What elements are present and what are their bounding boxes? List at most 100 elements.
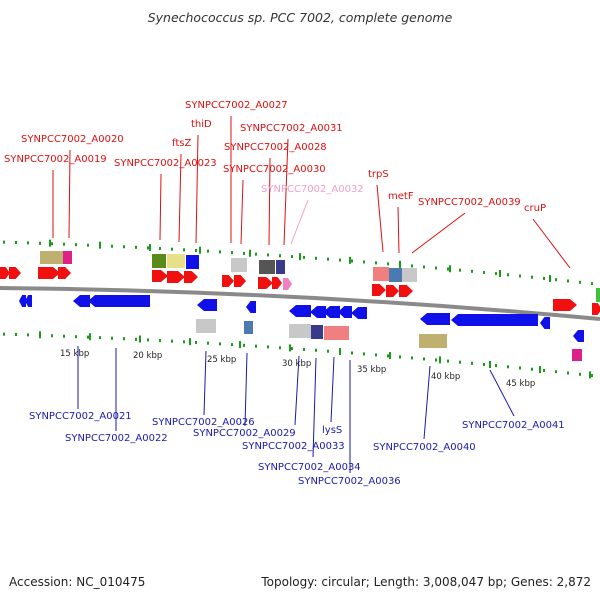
forward-tick (39, 241, 41, 245)
feature-box (311, 325, 323, 339)
forward-tick (315, 256, 317, 260)
forward-tick (63, 242, 65, 246)
forward-major-tick (49, 239, 51, 247)
forward-tick (207, 249, 209, 253)
forward-tick (171, 247, 173, 251)
scale-label: 20 kbp (133, 351, 162, 361)
reverse-gene-arrow (19, 295, 26, 307)
reverse-gene-arrow (351, 307, 367, 319)
forward-tick (123, 245, 125, 249)
forward-gene-arrow (0, 267, 10, 279)
forward-tick (591, 282, 593, 286)
feature-box (402, 268, 417, 282)
forward-gene-label: SYNPCC7002_A0031 (240, 123, 343, 134)
reverse-gene-arrow (197, 299, 217, 311)
reverse-tick (471, 361, 473, 365)
forward-leader-line (195, 134, 199, 244)
forward-gene-arrow (58, 267, 71, 279)
forward-tick (51, 242, 53, 246)
reverse-gene-label: SYNPCC7002_A0021 (29, 411, 132, 422)
reverse-tick (531, 367, 533, 371)
reverse-tick (423, 357, 425, 361)
reverse-tick (543, 368, 545, 372)
forward-tick (27, 241, 29, 245)
reverse-tick (447, 359, 449, 363)
forward-major-tick (149, 244, 151, 252)
forward-gene-arrow (592, 303, 600, 315)
reverse-tick (3, 332, 5, 336)
forward-gene-label: SYNPCC7002_A0030 (223, 164, 326, 175)
forward-leader-line (159, 173, 162, 241)
forward-tick (231, 251, 233, 255)
reverse-leader-line (423, 365, 431, 440)
forward-tick (15, 240, 17, 244)
reverse-tick (195, 340, 197, 344)
reverse-tick (435, 358, 437, 362)
forward-tick (483, 270, 485, 274)
forward-gene-arrow (222, 275, 234, 287)
forward-leader-line (268, 157, 271, 246)
forward-tick (291, 255, 293, 259)
reverse-tick (315, 348, 317, 352)
forward-gene-arrow (152, 270, 168, 282)
feature-box (167, 254, 185, 268)
forward-tick (423, 265, 425, 269)
forward-leader-line (283, 138, 289, 246)
forward-tick (471, 269, 473, 273)
forward-tick (87, 243, 89, 247)
feature-box (373, 267, 389, 281)
feature-box (389, 268, 403, 282)
forward-tick (279, 254, 281, 258)
scale-label: 15 kbp (60, 349, 89, 359)
forward-gene-label: trpS (368, 169, 389, 180)
forward-tick (255, 252, 257, 256)
feature-box (63, 251, 72, 264)
reverse-tick (507, 365, 509, 369)
forward-gene-arrow (553, 299, 577, 311)
forward-gene-label: SYNPCC7002_A0028 (224, 142, 327, 153)
forward-tick (75, 243, 77, 247)
accession-label: Accession: NC_010475 (9, 575, 146, 589)
forward-tick (267, 253, 269, 257)
reverse-tick (243, 343, 245, 347)
reverse-gene-arrow (73, 295, 90, 307)
reverse-major-tick (239, 341, 241, 349)
forward-tick (579, 280, 581, 284)
reverse-gene-label: SYNPCC7002_A0033 (242, 441, 345, 452)
forward-tick (495, 272, 497, 276)
reverse-tick (375, 353, 377, 357)
forward-leader-line (178, 153, 182, 243)
forward-tick (351, 259, 353, 263)
feature-box (324, 326, 349, 340)
scale-label: 40 kbp (431, 372, 460, 382)
reverse-tick (159, 339, 161, 343)
feature-box (419, 334, 447, 348)
reverse-gene-arrow (323, 306, 340, 318)
feature-box (152, 254, 166, 268)
forward-gene-label: SYNPCC7002_A0032 (261, 184, 364, 195)
feature-box (572, 349, 582, 361)
reverse-leader-line (294, 355, 300, 426)
forward-tick (531, 275, 533, 279)
reverse-leader-line (330, 356, 335, 423)
forward-leader-line (68, 149, 71, 239)
forward-gene-arrow (372, 284, 386, 296)
reverse-gene-label: SYNPCC7002_A0036 (298, 476, 401, 487)
reverse-tick (387, 354, 389, 358)
reverse-major-tick (289, 344, 291, 352)
reverse-leader-line (489, 369, 515, 417)
forward-gene-arrow-highlight (283, 278, 292, 290)
reverse-tick (567, 371, 569, 375)
forward-leader-line (411, 212, 466, 254)
reverse-tick (591, 374, 593, 378)
reverse-gene-label: SYNPCC7002_A0026 (152, 417, 255, 428)
reverse-gene-label: SYNPCC7002_A0029 (193, 428, 296, 439)
forward-tick (303, 255, 305, 259)
forward-tick (339, 258, 341, 262)
reverse-tick (87, 335, 89, 339)
forward-major-tick (449, 265, 451, 273)
reverse-major-tick (439, 356, 441, 364)
reverse-gene-label: SYNPCC7002_A0022 (65, 433, 168, 444)
forward-gene-arrow (184, 271, 198, 283)
